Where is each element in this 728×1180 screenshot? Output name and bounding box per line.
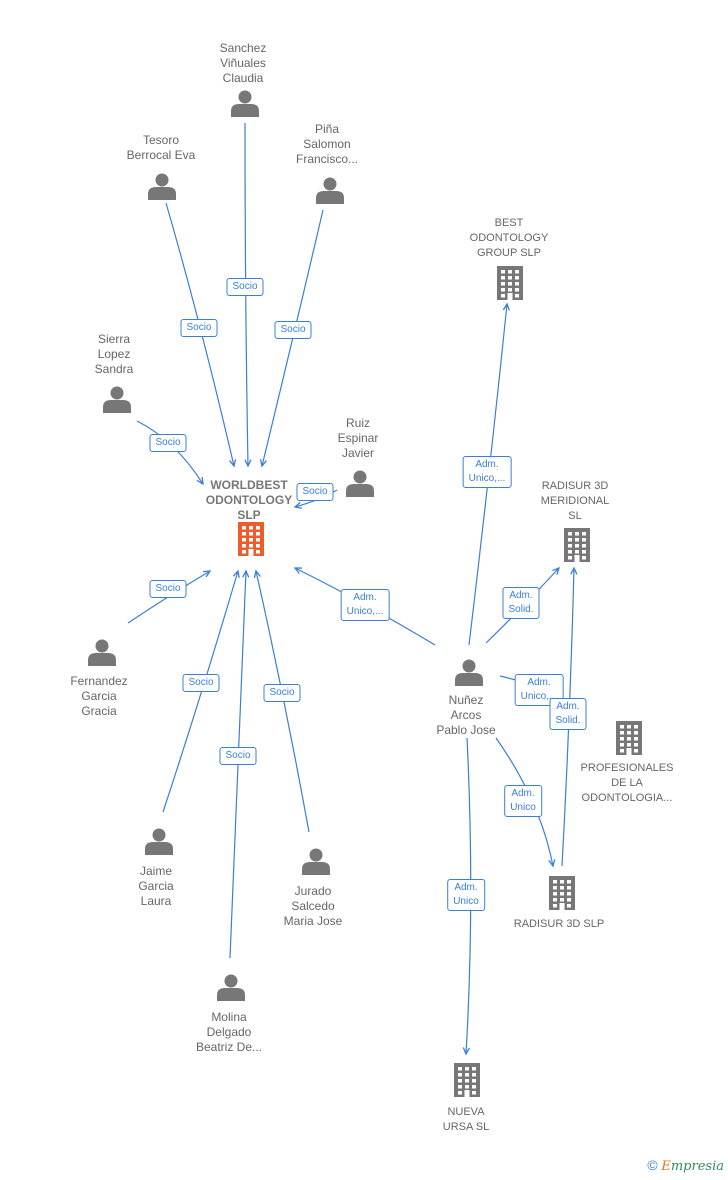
node-label-molina[interactable]: Molina Delgado Beatriz De... (195, 1010, 263, 1054)
building-icon[interactable] (238, 522, 264, 556)
edge-label-ruiz-to-main[interactable]: Socio (296, 483, 334, 501)
node-label-best[interactable]: BEST ODONTOLOGY GROUP SLP (469, 217, 549, 259)
node-label-meridional[interactable]: RADISUR 3D MERIDIONAL SL (540, 480, 610, 522)
edge-label-jaime-to-main[interactable]: Socio (182, 674, 220, 692)
edge-label-nunez-to-radisur[interactable]: Adm. Unico (504, 785, 542, 817)
node-label-radisur[interactable]: RADISUR 3D SLP (513, 918, 605, 930)
building-icon[interactable] (454, 1063, 480, 1097)
node-label-sierra[interactable]: Sierra Lopez Sandra (94, 332, 134, 376)
arrowhead-icon (259, 459, 267, 468)
arrowhead-icon (196, 476, 204, 486)
node-label-jurado[interactable]: Jurado Salcedo Maria Jose (283, 884, 343, 928)
edge-label-radisur-to-meridional[interactable]: Adm. Solid. (549, 698, 587, 730)
arrowhead-icon (253, 569, 261, 578)
node-label-main[interactable]: WORLDBEST ODONTOLOGY SLP (205, 478, 293, 522)
arrowhead-icon (244, 459, 252, 468)
building-icon[interactable] (616, 721, 642, 755)
arrowhead-icon (462, 1047, 470, 1056)
node-label-ruiz[interactable]: Ruiz Espinar Javier (337, 416, 379, 460)
building-icon[interactable] (564, 528, 590, 562)
edge-label-sierra-to-main[interactable]: Socio (149, 434, 187, 452)
person-icon[interactable] (217, 974, 245, 1002)
person-icon[interactable] (231, 90, 259, 118)
edge-label-tesoro-to-main[interactable]: Socio (180, 319, 218, 337)
arrowhead-icon (293, 501, 303, 509)
edge-label-nunez-to-nueva[interactable]: Adm. Unico (447, 879, 485, 911)
edge-label-pina-to-main[interactable]: Socio (274, 321, 312, 339)
arrowhead-icon (202, 570, 212, 578)
arrowhead-icon (552, 566, 561, 575)
node-label-sanchez[interactable]: Sanchez Viñuales Claudia (219, 41, 267, 85)
node-label-profesionales[interactable]: PROFESIONALES DE LA ODONTOLOGIA... (580, 762, 674, 804)
edge-label-nunez-to-meridional[interactable]: Adm. Solid. (502, 587, 540, 619)
edge-label-fernandez-to-main[interactable]: Socio (149, 580, 187, 598)
building-icon[interactable] (549, 876, 575, 910)
node-label-pina[interactable]: Piña Salomon Francisco... (295, 122, 359, 166)
building-icon[interactable] (497, 266, 523, 300)
brand-logo: Empresia (661, 1159, 724, 1174)
arrowhead-icon (548, 859, 556, 868)
edge-label-nunez-to-main[interactable]: Adm. Unico,... (340, 589, 390, 621)
person-icon[interactable] (302, 848, 330, 876)
footer-brand[interactable]: © Empresia (647, 1157, 724, 1174)
edge-sanchez-to-main (244, 122, 252, 468)
person-icon[interactable] (316, 177, 344, 205)
edge-label-jurado-to-main[interactable]: Socio (263, 684, 301, 702)
arrowhead-icon (242, 569, 250, 578)
person-icon[interactable] (148, 173, 176, 201)
edge-label-molina-to-main[interactable]: Socio (219, 747, 257, 765)
edge-sierra-to-main (136, 420, 204, 486)
arrowhead-icon (293, 567, 303, 574)
arrowhead-icon (232, 569, 240, 579)
person-icon[interactable] (103, 386, 131, 414)
edge-label-nunez-to-best[interactable]: Adm. Unico,... (462, 456, 512, 488)
node-label-nueva[interactable]: NUEVA URSA SL (442, 1106, 490, 1133)
person-icon[interactable] (346, 470, 374, 498)
arrowhead-icon (229, 459, 237, 468)
arrowhead-icon (502, 302, 510, 311)
edge-jaime-to-main (162, 569, 240, 813)
arrowhead-icon (570, 566, 578, 575)
person-icon[interactable] (88, 639, 116, 667)
node-label-fernandez[interactable]: Fernandez Garcia Gracia (70, 674, 128, 718)
person-icon[interactable] (455, 659, 483, 687)
edge-label-sanchez-to-main[interactable]: Socio (226, 278, 264, 296)
copyright-icon: © (647, 1157, 658, 1173)
person-icon[interactable] (145, 828, 173, 856)
node-label-jaime[interactable]: Jaime Garcia Laura (138, 864, 174, 908)
node-label-nunez[interactable]: Nuñez Arcos Pablo Jose (436, 693, 496, 737)
node-label-tesoro[interactable]: Tesoro Berrocal Eva (126, 133, 196, 162)
